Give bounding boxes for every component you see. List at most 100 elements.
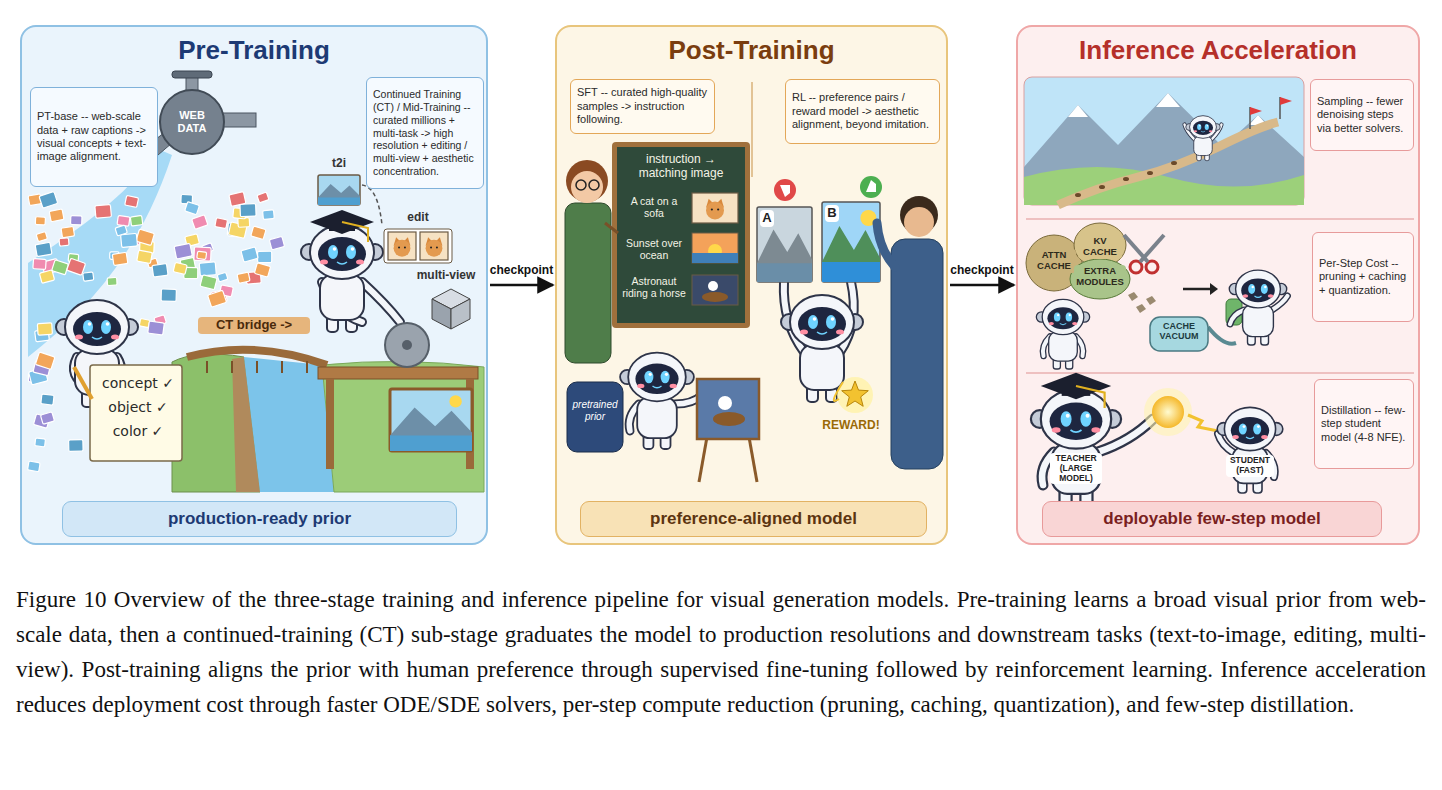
cube-left <box>432 299 451 329</box>
thumb-icon <box>866 180 876 192</box>
outcome-band: preference-aligned model <box>580 501 927 537</box>
eye-glint <box>1069 314 1071 316</box>
picture-mountain <box>757 230 812 283</box>
canvas <box>697 379 759 439</box>
image-tile <box>59 238 69 246</box>
image-tile <box>35 438 46 447</box>
robot-eye <box>1205 124 1209 130</box>
cat-eye <box>711 208 713 210</box>
robot-eye <box>1253 423 1261 434</box>
robot-smile <box>1060 324 1067 325</box>
faucet-handle <box>172 71 212 78</box>
outcome-band: production-ready prior <box>62 501 457 537</box>
robot-body <box>1049 331 1078 361</box>
panel-title: Inference Acceleration <box>1018 27 1418 65</box>
robot-cheek <box>637 384 644 389</box>
image-tile <box>117 215 130 226</box>
note-box: Distillation -- few-step student model (… <box>1314 379 1414 469</box>
footprint <box>1099 185 1105 189</box>
cap-tassel <box>1076 386 1105 408</box>
image-tile <box>257 192 269 203</box>
cube-right <box>451 299 470 329</box>
footprint <box>1123 177 1129 181</box>
robot-cheek <box>1049 322 1054 325</box>
flag <box>1280 97 1292 105</box>
robot-eye <box>101 320 111 334</box>
picture-mountain <box>390 408 472 451</box>
picture-frame <box>390 389 472 451</box>
robot-head <box>65 300 129 354</box>
checklist-item: object ✓ <box>96 399 180 415</box>
robot-smile <box>817 332 827 334</box>
image-tile <box>137 250 153 263</box>
picture-lake <box>318 198 360 206</box>
robot-head <box>1042 299 1084 334</box>
image-tile <box>71 216 83 225</box>
snow-cap <box>1068 105 1088 117</box>
note-box: RL -- preference pairs / reward model ->… <box>785 79 940 144</box>
knowledge-orb <box>1152 396 1184 428</box>
image-tile <box>41 394 54 405</box>
footprint <box>1075 193 1081 197</box>
robot-cheek <box>1261 435 1267 439</box>
teacher-body <box>565 203 611 363</box>
cat-eye <box>398 246 400 248</box>
cache-sack <box>1070 259 1130 299</box>
image-tile <box>240 203 256 216</box>
eye-glint <box>1066 414 1070 418</box>
image-tile <box>192 215 208 230</box>
cat-eye <box>717 208 719 210</box>
band-text: preference-aligned model <box>650 509 857 529</box>
eye-glint <box>106 322 110 326</box>
robot-figure <box>1217 407 1283 493</box>
robot-smile <box>1255 296 1262 297</box>
robot-head <box>790 295 854 349</box>
bench-leg <box>326 379 334 469</box>
band-text: deployable few-step model <box>1103 509 1320 529</box>
progress-arrowhead <box>1210 283 1218 295</box>
man-arm <box>877 223 895 267</box>
progress-arrow <box>1183 288 1210 291</box>
flag <box>1250 107 1262 115</box>
chalk-text: instruction → matching image <box>620 153 742 181</box>
eye-glint <box>649 373 652 376</box>
cat-head <box>394 240 411 257</box>
robot-visor <box>1050 403 1103 440</box>
image-tile <box>36 232 47 242</box>
robot-smile <box>337 262 347 264</box>
column-divider <box>751 82 753 177</box>
falling-rock <box>1128 292 1138 301</box>
image-tile <box>49 209 64 222</box>
image-tile <box>35 217 45 225</box>
cat-head <box>706 201 724 219</box>
reward-star <box>842 381 869 406</box>
teacher-face <box>571 171 603 203</box>
note-box: Per-Step Cost -- pruning + caching + qua… <box>1312 232 1414 322</box>
sparkle-trail <box>834 382 843 401</box>
robot-eye <box>1239 423 1247 434</box>
robot-cheek <box>1209 130 1212 132</box>
workbench <box>318 367 478 379</box>
image-tile <box>241 247 258 262</box>
eye-glint <box>351 247 355 251</box>
eye-glint <box>813 317 817 321</box>
robot-eye <box>1197 124 1201 130</box>
robot-figure <box>301 210 400 332</box>
image-tile <box>52 260 69 275</box>
robot-smile <box>1246 437 1254 439</box>
eye-glint <box>88 322 92 326</box>
image-tile <box>33 259 46 270</box>
note-box: Sampling -- fewer denoising steps via be… <box>1310 79 1414 151</box>
checklist-item: color ✓ <box>96 423 180 439</box>
robot-figure <box>620 353 702 449</box>
backpack <box>567 382 623 452</box>
bridge-post <box>281 361 283 373</box>
stage-panel: Inference AccelerationSampling -- fewer … <box>1016 25 1420 545</box>
scissor-blade <box>1124 235 1148 262</box>
scene-mountains <box>1024 93 1304 205</box>
robot-cheek <box>800 330 808 335</box>
robot-badge: STUDENT (FAST) <box>1226 455 1274 477</box>
box-text: Continued Training (CT) / Mid-Training -… <box>373 88 477 178</box>
robot-figure <box>1229 270 1287 345</box>
bridge-post <box>231 361 233 373</box>
